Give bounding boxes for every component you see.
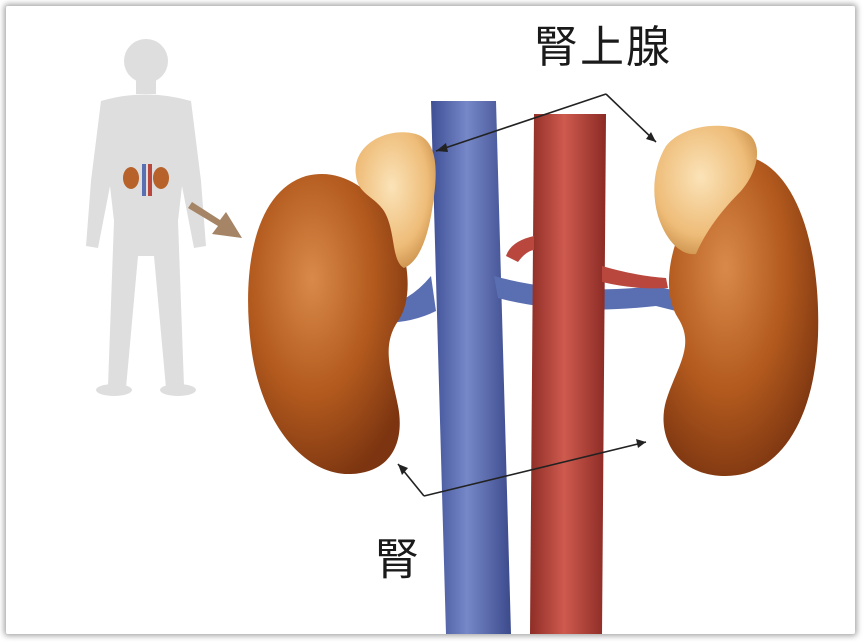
- left-kidney: [248, 174, 408, 474]
- adrenal-gland-label: 腎上腺: [534, 26, 672, 70]
- kidney-label: 腎: [370, 536, 414, 582]
- illustration-frame: 腎上腺 腎: [6, 6, 855, 634]
- aorta: [506, 114, 668, 634]
- human-body-icon: [86, 39, 206, 396]
- kidney-anatomy-illustration: [6, 6, 855, 634]
